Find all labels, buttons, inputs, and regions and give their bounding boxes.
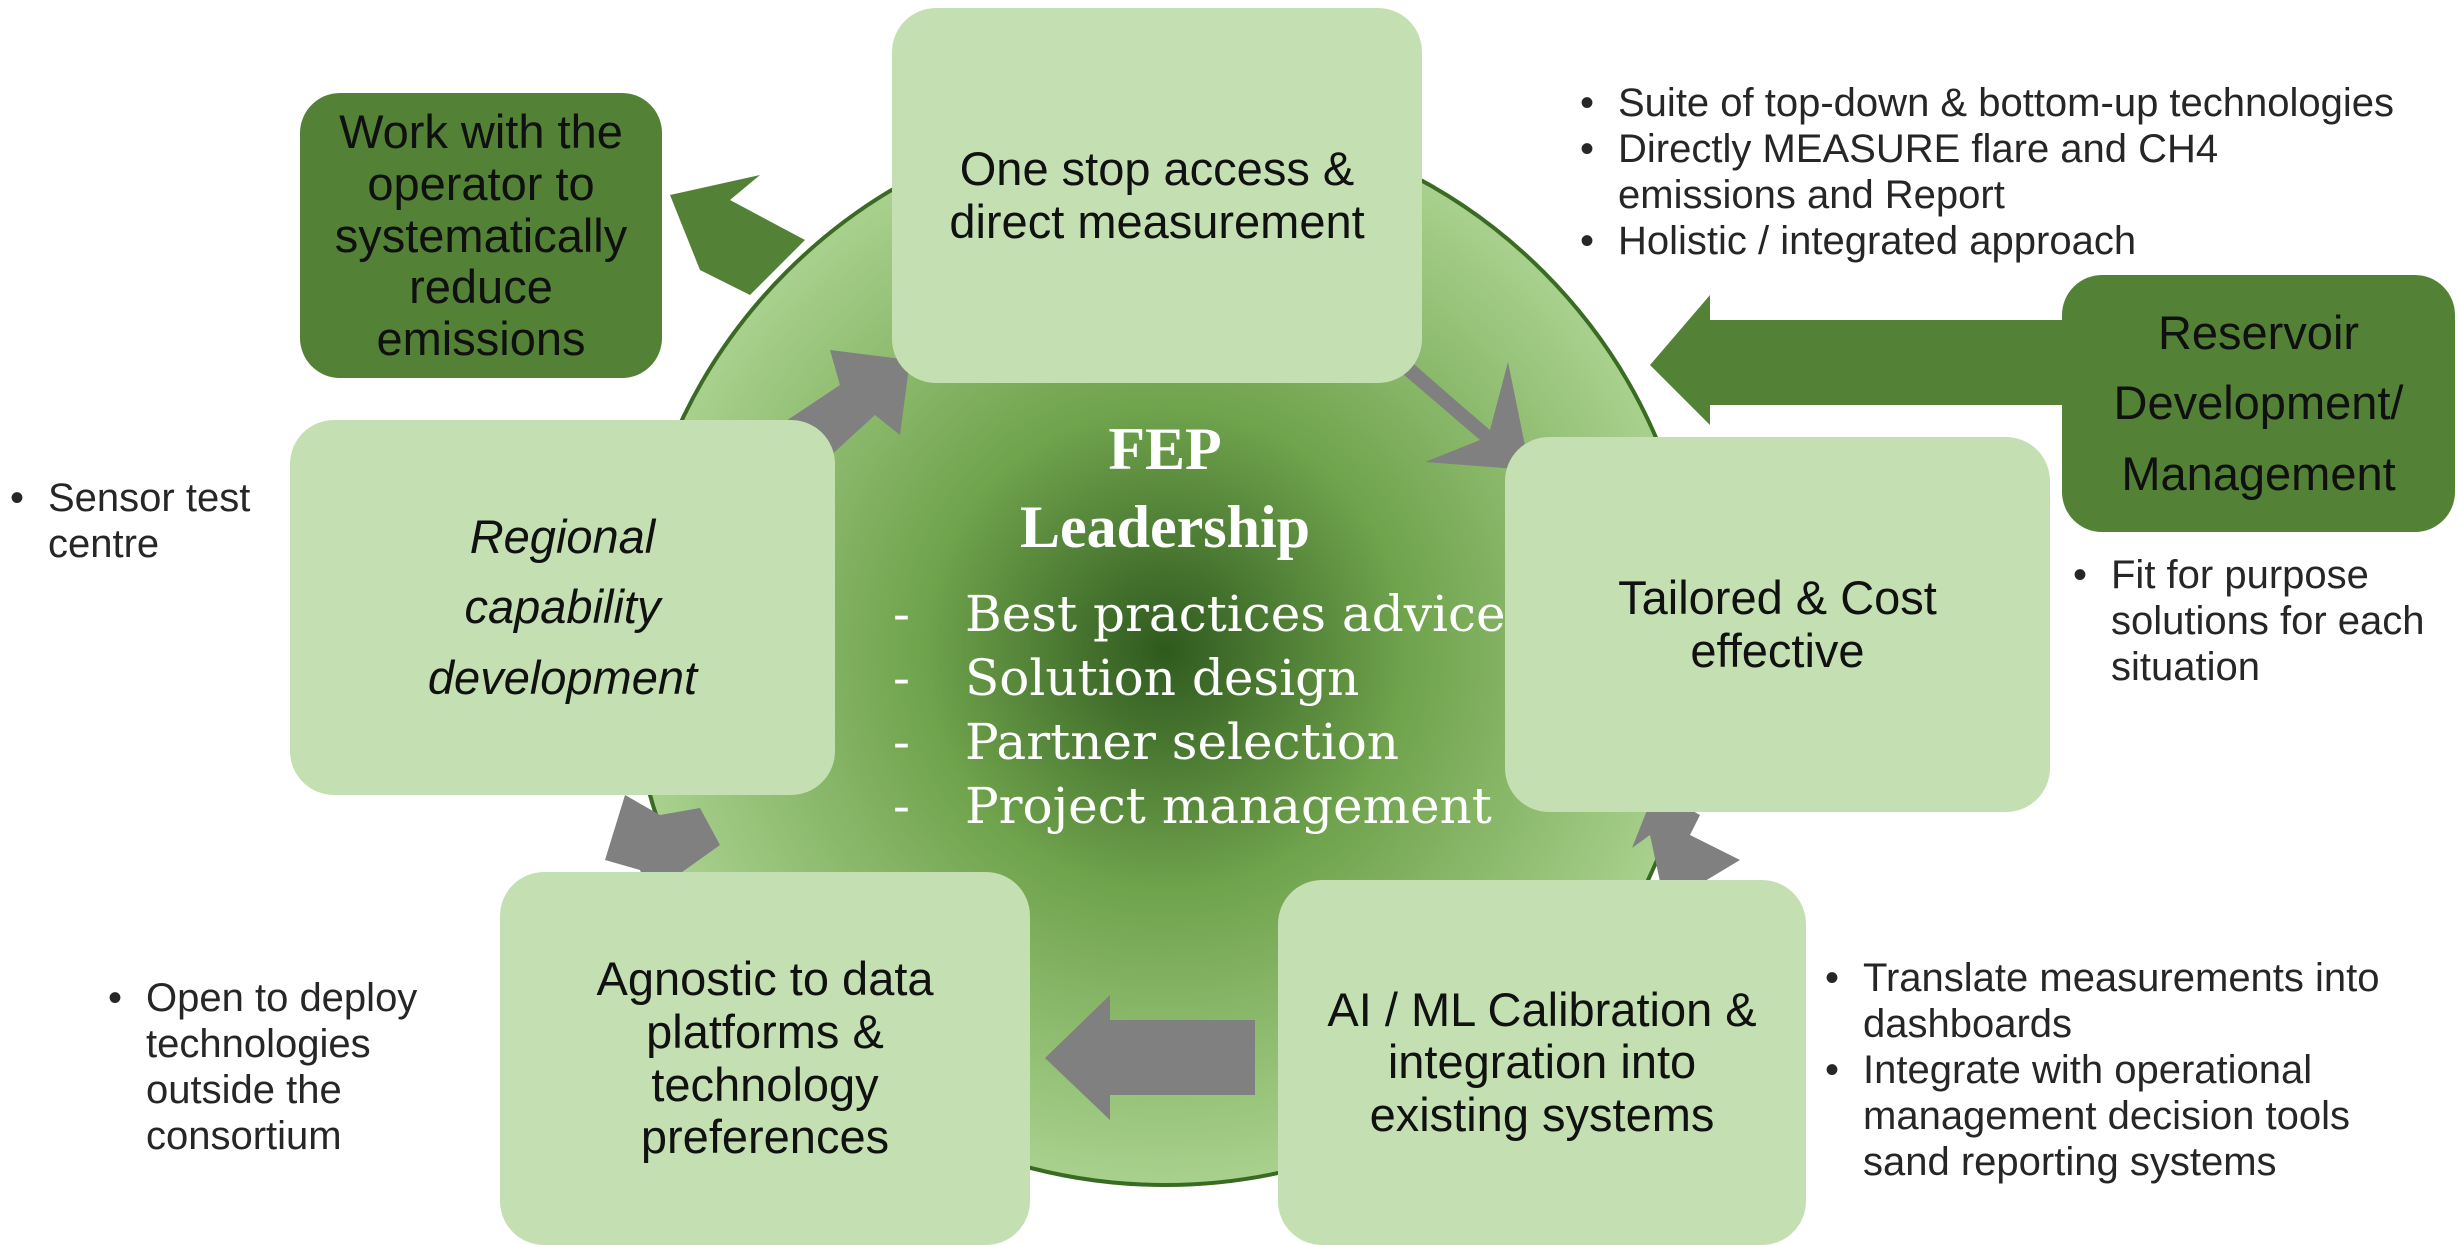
tailored-cost-box: Tailored & Cost effective (1505, 437, 2050, 812)
one-stop-access-box: One stop access & direct measurement (892, 8, 1422, 383)
tailored-cost-label: Tailored & Cost effective (1618, 570, 1937, 677)
note-left: Sensor test centre (10, 475, 250, 567)
note-item: Integrate with operational management de… (1825, 1047, 2380, 1185)
regional-capability-label: Regional capability development (427, 509, 698, 704)
center-item: Project management (885, 774, 1506, 838)
note-top-right: Suite of top-down & bottom-up technologi… (1580, 80, 2394, 264)
reservoir-management-label: Reservoir Development/ Management (2113, 305, 2404, 500)
regional-capability-box: Regional capability development (290, 420, 835, 795)
note-bottom-left: Open to deploy technologies outside the … (108, 975, 417, 1159)
center-title: FEP Leadership (1019, 416, 1311, 560)
work-with-operator-label: Work with the operator to systematically… (334, 105, 628, 366)
arrow-to-work-operator (670, 175, 805, 295)
center-item: Solution design (885, 646, 1506, 710)
note-item: Directly MEASURE flare and CH4 emissions… (1580, 126, 2394, 218)
note-right: Fit for purpose solutions for each situa… (2073, 552, 2425, 690)
one-stop-access-label: One stop access & direct measurement (949, 141, 1365, 248)
arrow-ai-to-agnostic (1045, 995, 1255, 1120)
note-item: Translate measurements into dashboards (1825, 955, 2380, 1047)
center-item: Best practices advice (885, 582, 1506, 646)
ai-ml-calibration-box: AI / ML Calibration & integration into e… (1278, 880, 1806, 1245)
center-list: Best practices advice Solution design Pa… (885, 582, 1506, 838)
agnostic-label: Agnostic to data platforms & technology … (596, 952, 934, 1164)
ai-ml-calibration-label: AI / ML Calibration & integration into e… (1327, 982, 1757, 1141)
note-item: Fit for purpose solutions for each situa… (2073, 552, 2425, 690)
note-item: Holistic / integrated approach (1580, 218, 2394, 264)
note-item: Open to deploy technologies outside the … (108, 975, 417, 1159)
arrow-one-stop-to-tailored (1380, 335, 1530, 470)
work-with-operator-box: Work with the operator to systematically… (300, 93, 662, 378)
arrow-reservoir-to-one-stop (1650, 295, 2065, 425)
arrow-agnostic-to-regional (605, 795, 720, 895)
agnostic-box: Agnostic to data platforms & technology … (500, 872, 1030, 1245)
arrow-tailored-to-ai (1632, 790, 1740, 905)
center-item: Partner selection (885, 710, 1506, 774)
note-item: Sensor test centre (10, 475, 250, 567)
note-item: Suite of top-down & bottom-up technologi… (1580, 80, 2394, 126)
note-bottom-right: Translate measurements into dashboards I… (1825, 955, 2380, 1185)
reservoir-management-box: Reservoir Development/ Management (2062, 275, 2455, 532)
